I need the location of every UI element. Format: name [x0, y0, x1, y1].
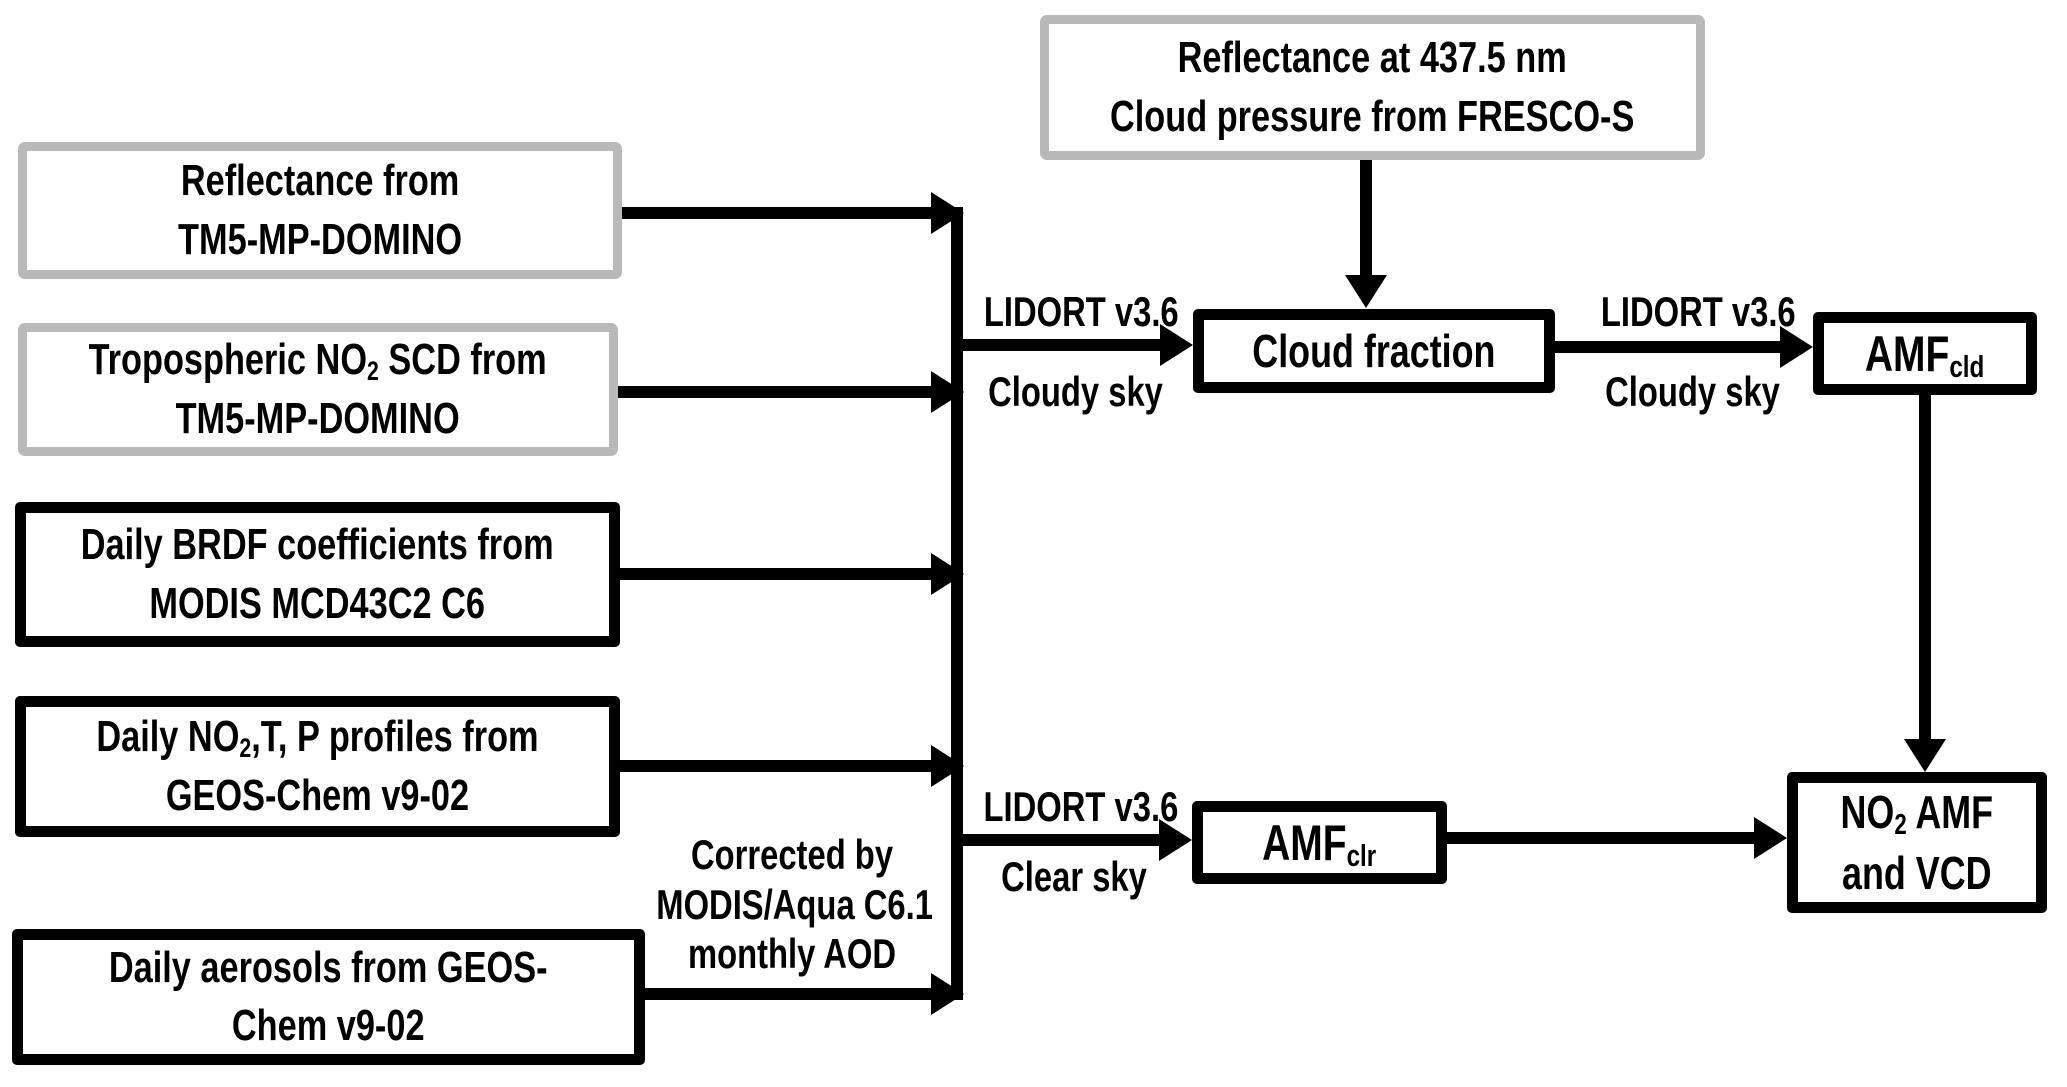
node-reflectance-line2: TM5-MP-DOMINO [177, 214, 463, 264]
node-fresco-input-line2: Cloud pressure from FRESCO-S [1110, 91, 1635, 141]
label-aod-correction-line1: Corrected by [690, 831, 894, 878]
node-reflectance-text: Reflectance from TM5-MP-DOMINO [178, 152, 462, 268]
node-fresco-input-line1: Reflectance at 437.5 nm [1177, 33, 1568, 83]
no2-line1-sub: 2 [1894, 809, 1907, 842]
node-amf-cld-label: AMFcld [1865, 321, 1984, 387]
no2-line1-post: AMF [1906, 785, 1994, 838]
node-profiles: Daily NO2,T, P profiles from GEOS-Chem v… [15, 696, 620, 837]
scd-line1-pre: Tropospheric NO [88, 335, 368, 385]
node-tropospheric-scd-line2: TM5-MP-DOMINO [175, 393, 461, 443]
connector-cloudfraction-amfcld-arrowhead [1780, 326, 1813, 368]
label-aod-correction-line2: MODIS/Aqua C6.1 [656, 880, 933, 928]
node-profiles-line2: GEOS-Chem v9-02 [165, 770, 470, 820]
no2-line1-pre: NO [1840, 785, 1895, 838]
label-lidort-cloudy-1-top: LIDORT v3.6 [983, 288, 1179, 335]
node-tropospheric-scd-line1: Tropospheric NO2 SCD from [89, 331, 547, 389]
node-aerosols: Daily aerosols from GEOS- Chem v9-02 [12, 929, 645, 1065]
connector-trunk-cloudfraction-line [957, 339, 1160, 351]
node-no2-amf-vcd-text: NO2 AMF and VCD [1841, 782, 1994, 903]
label-lidort-clear-top: LIDORT v3.6 [983, 783, 1179, 830]
amf-clr-main: AMF [1262, 814, 1347, 871]
connector-profiles-line [620, 760, 934, 772]
connector-aerosols-line [645, 988, 934, 1000]
node-fresco-input: Reflectance at 437.5 nm Cloud pressure f… [1040, 15, 1705, 160]
connector-fresco-cloudfraction-arrowhead [1345, 275, 1387, 308]
node-no2-line1: NO2 AMF [1841, 782, 1994, 843]
node-aerosols-line1: Daily aerosols from GEOS- [109, 942, 548, 992]
node-amf-clr-label: AMFclr [1262, 810, 1376, 876]
connector-fresco-cloudfraction-line [1360, 160, 1372, 277]
profiles-line1-post: ,T, P profiles from [251, 712, 539, 762]
node-brdf-line2: MODIS MCD43C2 C6 [149, 578, 486, 628]
label-lidort-cloudy-2-bottom: Cloudy sky [1605, 368, 1780, 415]
connector-brdf-line [620, 568, 934, 580]
label-aod-correction: Corrected by MODIS/Aqua C6.1 monthly AOD [656, 830, 933, 979]
connector-trunk-amfclr-arrowhead [1159, 819, 1192, 861]
amf-cld-main: AMF [1865, 325, 1950, 382]
node-brdf-line1: Daily BRDF coefficients from [81, 520, 554, 570]
connector-amfcld-no2-line [1919, 394, 1931, 742]
label-lidort-cloudy-1-bottom: Cloudy sky [988, 368, 1163, 415]
scd-line1-sub: 2 [367, 355, 380, 387]
node-cloud-fraction: Cloud fraction [1193, 309, 1555, 393]
scd-line1-post: SCD from [379, 335, 548, 385]
label-aod-correction-line3: monthly AOD [687, 930, 897, 978]
connector-amfclr-no2-line [1447, 832, 1754, 844]
connector-trunk-line [951, 207, 963, 1000]
node-aerosols-text: Daily aerosols from GEOS- Chem v9-02 [109, 939, 548, 1055]
node-profiles-line1: Daily NO2,T, P profiles from [96, 708, 538, 766]
node-profiles-text: Daily NO2,T, P profiles from GEOS-Chem v… [96, 708, 538, 824]
connector-trunk-cloudfraction-arrowhead [1160, 324, 1193, 366]
node-cloud-fraction-label: Cloud fraction [1252, 324, 1496, 377]
node-reflectance: Reflectance from TM5-MP-DOMINO [18, 142, 622, 279]
connector-scd-line [618, 386, 934, 398]
node-brdf: Daily BRDF coefficients from MODIS MCD43… [15, 502, 620, 647]
connector-reflectance-line [622, 207, 934, 219]
label-lidort-clear-bottom: Clear sky [1001, 853, 1147, 900]
connector-cloudfraction-amfcld-line [1555, 341, 1780, 353]
profiles-line1-sub: 2 [239, 732, 252, 764]
profiles-line1-pre: Daily NO [96, 712, 240, 762]
node-amf-clr: AMFclr [1192, 801, 1447, 884]
node-tropospheric-scd-text: Tropospheric NO2 SCD from TM5-MP-DOMINO [89, 331, 547, 447]
connector-amfcld-no2-arrowhead [1904, 739, 1946, 772]
connector-trunk-amfclr-line [957, 834, 1159, 846]
node-no2-amf-vcd: NO2 AMF and VCD [1787, 772, 2047, 913]
node-no2-line2: and VCD [1842, 846, 1992, 899]
node-reflectance-line1: Reflectance from [180, 156, 460, 206]
node-fresco-input-text: Reflectance at 437.5 nm Cloud pressure f… [1110, 29, 1634, 145]
node-aerosols-line2: Chem v9-02 [232, 1001, 425, 1050]
amf-clr-sub: clr [1346, 838, 1377, 874]
node-tropospheric-scd: Tropospheric NO2 SCD from TM5-MP-DOMINO [18, 323, 618, 456]
connector-amfclr-no2-arrowhead [1754, 817, 1787, 859]
label-lidort-cloudy-2-top: LIDORT v3.6 [1600, 288, 1796, 335]
node-brdf-text: Daily BRDF coefficients from MODIS MCD43… [81, 516, 554, 632]
node-amf-cld: AMFcld [1813, 312, 2037, 395]
amf-cld-sub: cld [1949, 349, 1985, 385]
